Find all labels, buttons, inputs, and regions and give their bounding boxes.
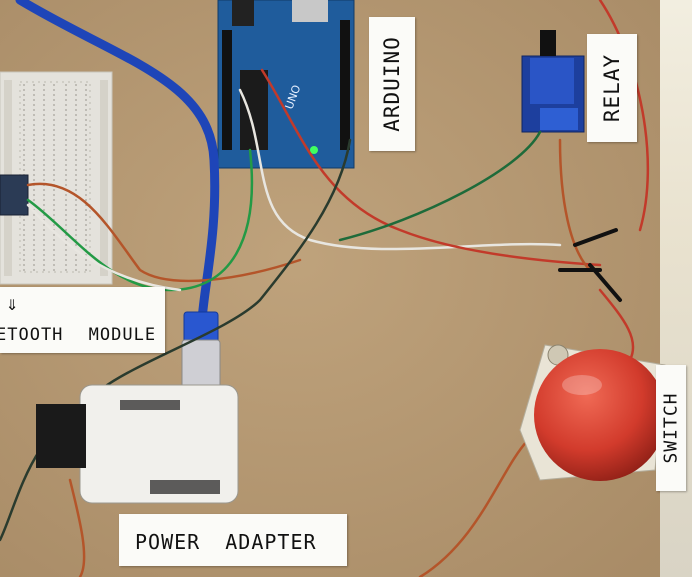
relay-label: RELAY — [587, 34, 637, 142]
power-adapter-label: POWER ADAPTER — [119, 514, 347, 566]
bluetooth-module — [0, 174, 29, 216]
bluetooth-label: ⇓ ETOOTH MODULE — [0, 287, 165, 353]
arduino-label-text: ARDUINO — [380, 36, 404, 132]
push-switch — [519, 344, 666, 481]
arduino-board: UNO — [217, 0, 355, 169]
relay-label-text: RELAY — [600, 53, 624, 123]
down-arrow-icon: ⇓ — [6, 291, 20, 315]
power-adapter — [36, 384, 239, 504]
power-adapter-label-text: POWER ADAPTER — [135, 530, 317, 554]
arduino-label: ARDUINO — [369, 17, 415, 151]
relay-module — [521, 30, 585, 133]
wires — [0, 0, 650, 577]
switch-label-text: SWITCH — [660, 392, 682, 464]
bluetooth-label-text: ETOOTH MODULE — [0, 325, 157, 345]
switch-label: SWITCH — [656, 365, 686, 491]
